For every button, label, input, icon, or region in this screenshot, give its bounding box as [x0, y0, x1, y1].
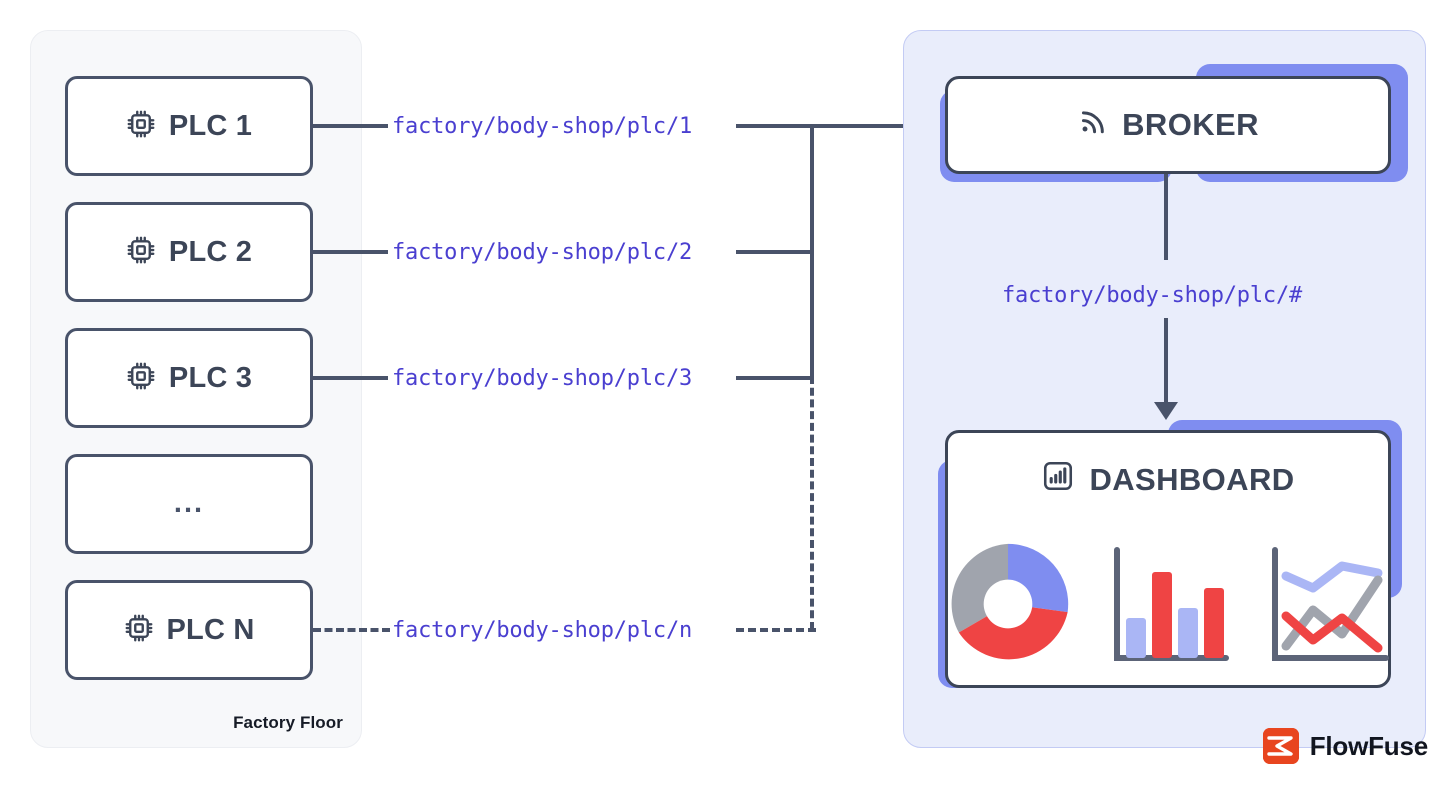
wire-plc1-stub — [313, 124, 388, 128]
dashboard-card[interactable]: DASHBOARD — [945, 430, 1391, 688]
wire-plcn-to-bus-dashed — [736, 628, 816, 632]
dashboard-mini-charts — [948, 543, 1389, 673]
wire-plc2-to-bus — [736, 250, 814, 254]
mini-bar-chart — [1108, 546, 1230, 673]
bar-chart-box-icon — [1041, 459, 1075, 501]
flowfuse-brand: FlowFuse — [1262, 728, 1428, 764]
flowfuse-logo-mark — [1262, 728, 1299, 764]
topic-label-plcn: factory/body-shop/plc/n — [392, 618, 693, 643]
topic-label-subscription: factory/body-shop/plc/# — [1002, 283, 1303, 308]
topic-label-plc1: factory/body-shop/plc/1 — [392, 114, 693, 139]
wire-broker-to-dashboard-lower — [1164, 318, 1168, 404]
flowfuse-wordmark: FlowFuse — [1309, 730, 1428, 761]
cpu-icon — [124, 613, 154, 648]
dashboard-title-row: DASHBOARD — [948, 459, 1388, 501]
wire-plc2-stub — [313, 250, 388, 254]
mini-donut-chart — [944, 540, 1072, 673]
broker-title-row: BROKER — [948, 79, 1388, 171]
factory-floor-caption: Factory Floor — [233, 713, 343, 732]
wire-plc3-to-bus — [736, 376, 814, 380]
wire-plcn-stub-dashed — [313, 628, 390, 632]
plc-card-label: PLC N — [166, 613, 255, 646]
plc-card-ellipsis: ... — [65, 454, 313, 554]
wire-plc1-to-broker — [736, 124, 932, 128]
cpu-icon — [126, 109, 156, 144]
plc-card-1[interactable]: PLC 1 — [65, 76, 313, 176]
rss-signal-icon — [1077, 106, 1108, 145]
broker-label: BROKER — [1122, 107, 1259, 142]
wire-plc3-stub — [313, 376, 388, 380]
wire-broker-to-dashboard-upper — [1164, 174, 1168, 260]
mini-line-chart — [1266, 546, 1392, 673]
plc-card-label: PLC 2 — [168, 235, 253, 268]
arrow-into-dashboard — [1154, 402, 1178, 420]
ellipsis-label: ... — [173, 487, 205, 520]
plc-card-3[interactable]: PLC 3 — [65, 328, 313, 428]
plc-card-n[interactable]: PLC N — [65, 580, 313, 680]
wire-vertical-bus-dashed — [810, 376, 814, 630]
topic-label-plc3: factory/body-shop/plc/3 — [392, 366, 693, 391]
cpu-icon — [126, 235, 156, 270]
plc-card-2[interactable]: PLC 2 — [65, 202, 313, 302]
cpu-icon — [126, 361, 156, 396]
wire-vertical-bus-solid — [810, 124, 814, 380]
plc-card-label: PLC 1 — [168, 109, 253, 142]
dashboard-label: DASHBOARD — [1089, 462, 1295, 497]
broker-card[interactable]: BROKER — [945, 76, 1391, 174]
topic-label-plc2: factory/body-shop/plc/2 — [392, 240, 693, 265]
plc-card-label: PLC 3 — [168, 361, 253, 394]
